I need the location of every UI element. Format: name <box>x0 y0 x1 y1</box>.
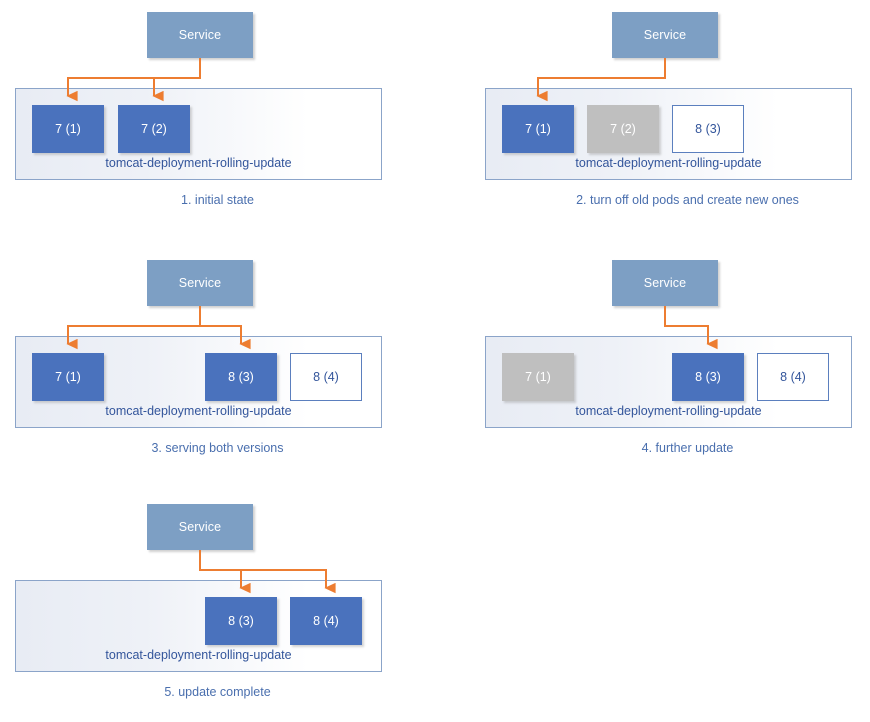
deployment-label: tomcat-deployment-rolling-update <box>105 648 292 662</box>
pod-box[interactable]: 7 (1) <box>502 353 574 401</box>
pod-label: 7 (1) <box>55 370 81 384</box>
service-label: Service <box>643 276 687 290</box>
pod-label: 7 (1) <box>525 122 551 136</box>
deployment-label: tomcat-deployment-rolling-update <box>575 156 762 170</box>
service-box[interactable]: Service <box>147 12 253 58</box>
pod-label: 8 (3) <box>228 614 254 628</box>
panel-2-turn-off-old-pods: Service tomcat-deployment-rolling-update… <box>470 0 870 230</box>
panel-caption: 5. update complete <box>164 685 271 699</box>
deployment-label: tomcat-deployment-rolling-update <box>105 156 292 170</box>
pod-box[interactable]: 7 (2) <box>587 105 659 153</box>
pod-label: 8 (4) <box>780 370 806 384</box>
panel-5-update-complete: Service tomcat-deployment-rolling-update… <box>0 492 435 722</box>
service-box[interactable]: Service <box>612 12 718 58</box>
service-label: Service <box>178 520 222 534</box>
pod-label: 7 (1) <box>55 122 81 136</box>
deployment-label: tomcat-deployment-rolling-update <box>575 404 762 418</box>
panel-caption: 2. turn off old pods and create new ones <box>576 193 799 207</box>
deployment-label: tomcat-deployment-rolling-update <box>105 404 292 418</box>
pod-label: 8 (4) <box>313 370 339 384</box>
pod-box[interactable]: 7 (1) <box>32 105 104 153</box>
pod-box[interactable]: 8 (3) <box>205 597 277 645</box>
pod-box[interactable]: 8 (4) <box>290 597 362 645</box>
pod-label: 8 (3) <box>695 370 721 384</box>
pod-label: 7 (2) <box>141 122 167 136</box>
pod-label: 8 (4) <box>313 614 339 628</box>
pod-box[interactable]: 7 (2) <box>118 105 190 153</box>
panel-caption: 4. further update <box>641 441 734 455</box>
panel-4-further-update: Service tomcat-deployment-rolling-update… <box>470 248 870 478</box>
panel-1-initial-state: Service tomcat-deployment-rolling-update… <box>0 0 435 230</box>
pod-box[interactable]: 8 (4) <box>290 353 362 401</box>
pod-label: 7 (1) <box>525 370 551 384</box>
pod-label: 8 (3) <box>695 122 721 136</box>
service-box[interactable]: Service <box>147 504 253 550</box>
pod-label: 7 (2) <box>610 122 636 136</box>
pod-box[interactable]: 7 (1) <box>32 353 104 401</box>
panel-3-serving-both-versions: Service tomcat-deployment-rolling-update… <box>0 248 435 478</box>
service-box[interactable]: Service <box>147 260 253 306</box>
pod-box[interactable]: 8 (3) <box>672 105 744 153</box>
panel-caption: 1. initial state <box>181 193 254 207</box>
pod-box[interactable]: 8 (3) <box>205 353 277 401</box>
service-label: Service <box>178 28 222 42</box>
service-label: Service <box>178 276 222 290</box>
service-box[interactable]: Service <box>612 260 718 306</box>
panel-caption: 3. serving both versions <box>151 441 284 455</box>
pod-label: 8 (3) <box>228 370 254 384</box>
service-label: Service <box>643 28 687 42</box>
pod-box[interactable]: 7 (1) <box>502 105 574 153</box>
pod-box[interactable]: 8 (4) <box>757 353 829 401</box>
pod-box[interactable]: 8 (3) <box>672 353 744 401</box>
